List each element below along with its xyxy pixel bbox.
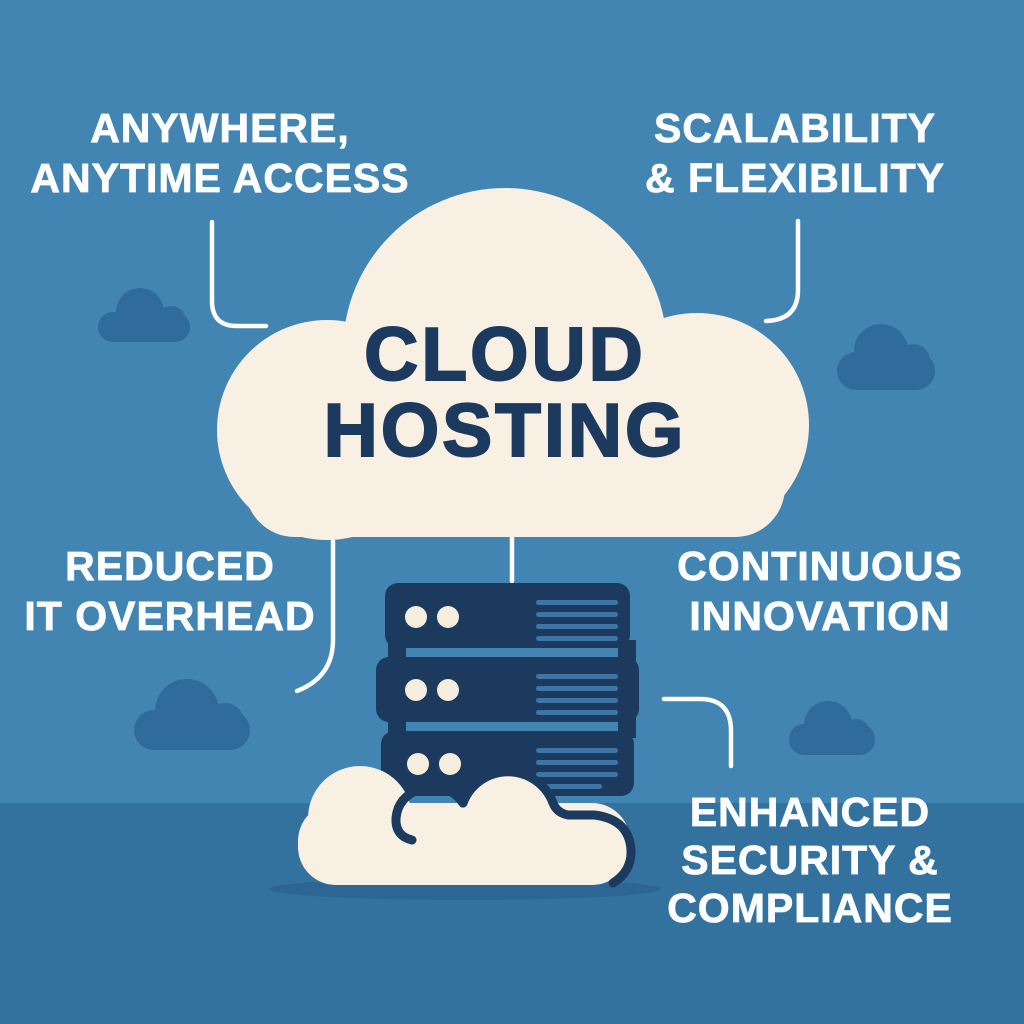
front-cloud-outline	[458, 767, 636, 888]
label-line: IT OVERHEAD	[24, 593, 316, 640]
small-cloud-icon-top-left	[98, 288, 190, 342]
connector-line-reduced	[294, 538, 336, 694]
server-unit-1	[385, 583, 630, 648]
label-scalability-flexibility: SCALABILITY & FLEXIBILITY	[545, 103, 1024, 203]
connector-line-enhanced	[661, 696, 734, 769]
label-anywhere-anytime-access: ANYWHERE, ANYTIME ACCESS	[0, 103, 470, 203]
label-line: CONTINUOUS	[677, 543, 963, 590]
front-cloud-swirl	[391, 782, 468, 845]
label-line: SCALABILITY	[653, 105, 937, 152]
label-line: & FLEXIBILITY	[645, 155, 945, 202]
small-cloud-icon-top-right	[837, 324, 935, 390]
label-line: ANYTIME ACCESS	[30, 155, 410, 202]
label-line: INNOVATION	[689, 593, 951, 640]
label-line: ANYWHERE,	[90, 105, 350, 152]
cloud-hosting-title: CLOUD HOSTING	[245, 312, 765, 472]
server-led-dots	[405, 606, 461, 775]
title-line: CLOUD	[363, 312, 646, 396]
server-slot-lines	[536, 600, 618, 789]
title-line: HOSTING	[323, 388, 687, 472]
small-cloud-icon-mid-right	[789, 701, 875, 755]
label-line: SECURITY &	[681, 837, 939, 884]
big-cloud-icon	[217, 188, 809, 540]
server-stack-icon	[376, 583, 639, 796]
label-line: COMPLIANCE	[667, 885, 953, 932]
small-cloud-icon-mid-left	[134, 679, 250, 750]
server-unit-2	[376, 657, 639, 722]
label-continuous-innovation: CONTINUOUS INNOVATION	[570, 541, 1024, 641]
connector-line-anywhere	[209, 219, 269, 329]
server-unit-3	[381, 731, 634, 796]
connector-line-scalability	[763, 218, 801, 324]
label-reduced-it-overhead: REDUCED IT OVERHEAD	[0, 541, 420, 641]
label-enhanced-security-compliance: ENHANCED SECURITY & COMPLIANCE	[560, 788, 1024, 932]
front-cloud-icon	[298, 766, 636, 888]
label-line: ENHANCED	[689, 789, 931, 836]
label-line: REDUCED	[65, 543, 275, 590]
